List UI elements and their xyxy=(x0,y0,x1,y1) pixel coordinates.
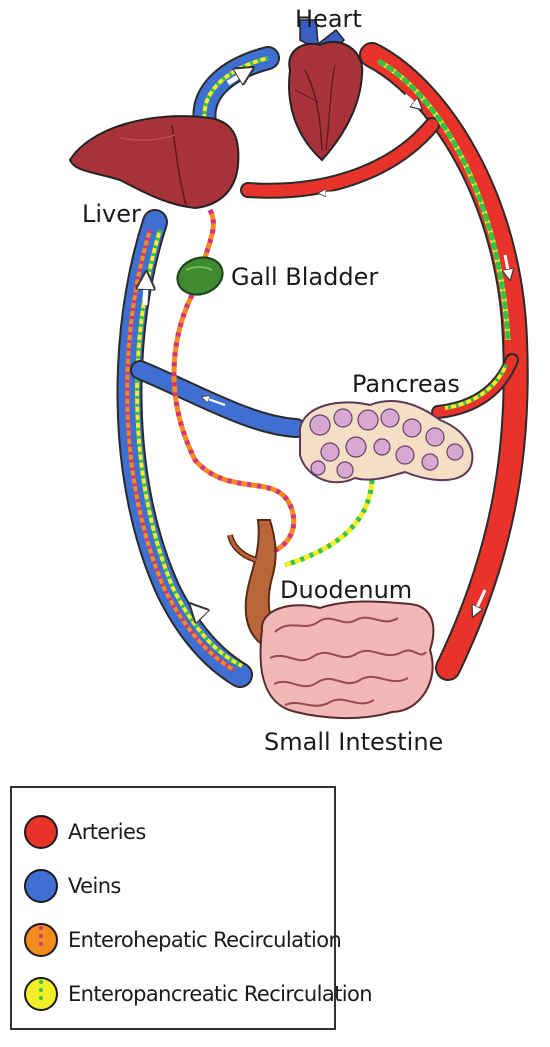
duodenum-illustration xyxy=(227,519,282,650)
pancreas-illustration xyxy=(299,400,474,484)
enterohepatic-swatch xyxy=(24,923,58,957)
enteropancreatic-swatch xyxy=(24,977,58,1011)
heart-illustration xyxy=(288,19,364,162)
arteries xyxy=(240,42,529,681)
label-gall-bladder: Gall Bladder xyxy=(231,263,378,291)
legend-label: Arteries xyxy=(68,820,146,844)
label-liver: Liver xyxy=(82,200,141,228)
legend: Arteries Veins Enterohepatic Recirculati… xyxy=(10,786,373,1030)
legend-label: Enteropancreatic Recirculation xyxy=(68,982,373,1006)
label-duodenum: Duodenum xyxy=(280,576,412,604)
label-heart: Heart xyxy=(295,5,362,33)
liver-illustration xyxy=(68,115,240,210)
veins-swatch xyxy=(24,869,58,903)
enteropancreatic-duct xyxy=(284,479,375,568)
legend-item-arteries: Arteries xyxy=(24,812,146,852)
legend-item-enteropancreatic: Enteropancreatic Recirculation xyxy=(24,974,373,1014)
label-pancreas: Pancreas xyxy=(352,370,460,398)
legend-item-enterohepatic: Enterohepatic Recirculation xyxy=(24,920,342,960)
small-intestine-illustration xyxy=(259,600,435,720)
legend-item-veins: Veins xyxy=(24,866,121,906)
legend-label: Veins xyxy=(68,874,121,898)
label-small-intestine: Small Intestine xyxy=(264,728,443,756)
circulation-diagram: Heart Liver Gall Bladder Pancreas Duoden… xyxy=(68,5,529,756)
legend-label: Enterohepatic Recirculation xyxy=(68,928,342,952)
arteries-swatch xyxy=(24,815,58,849)
veins xyxy=(116,46,306,688)
enterohepatic-duct xyxy=(171,208,297,555)
gall-bladder-illustration xyxy=(176,256,224,296)
